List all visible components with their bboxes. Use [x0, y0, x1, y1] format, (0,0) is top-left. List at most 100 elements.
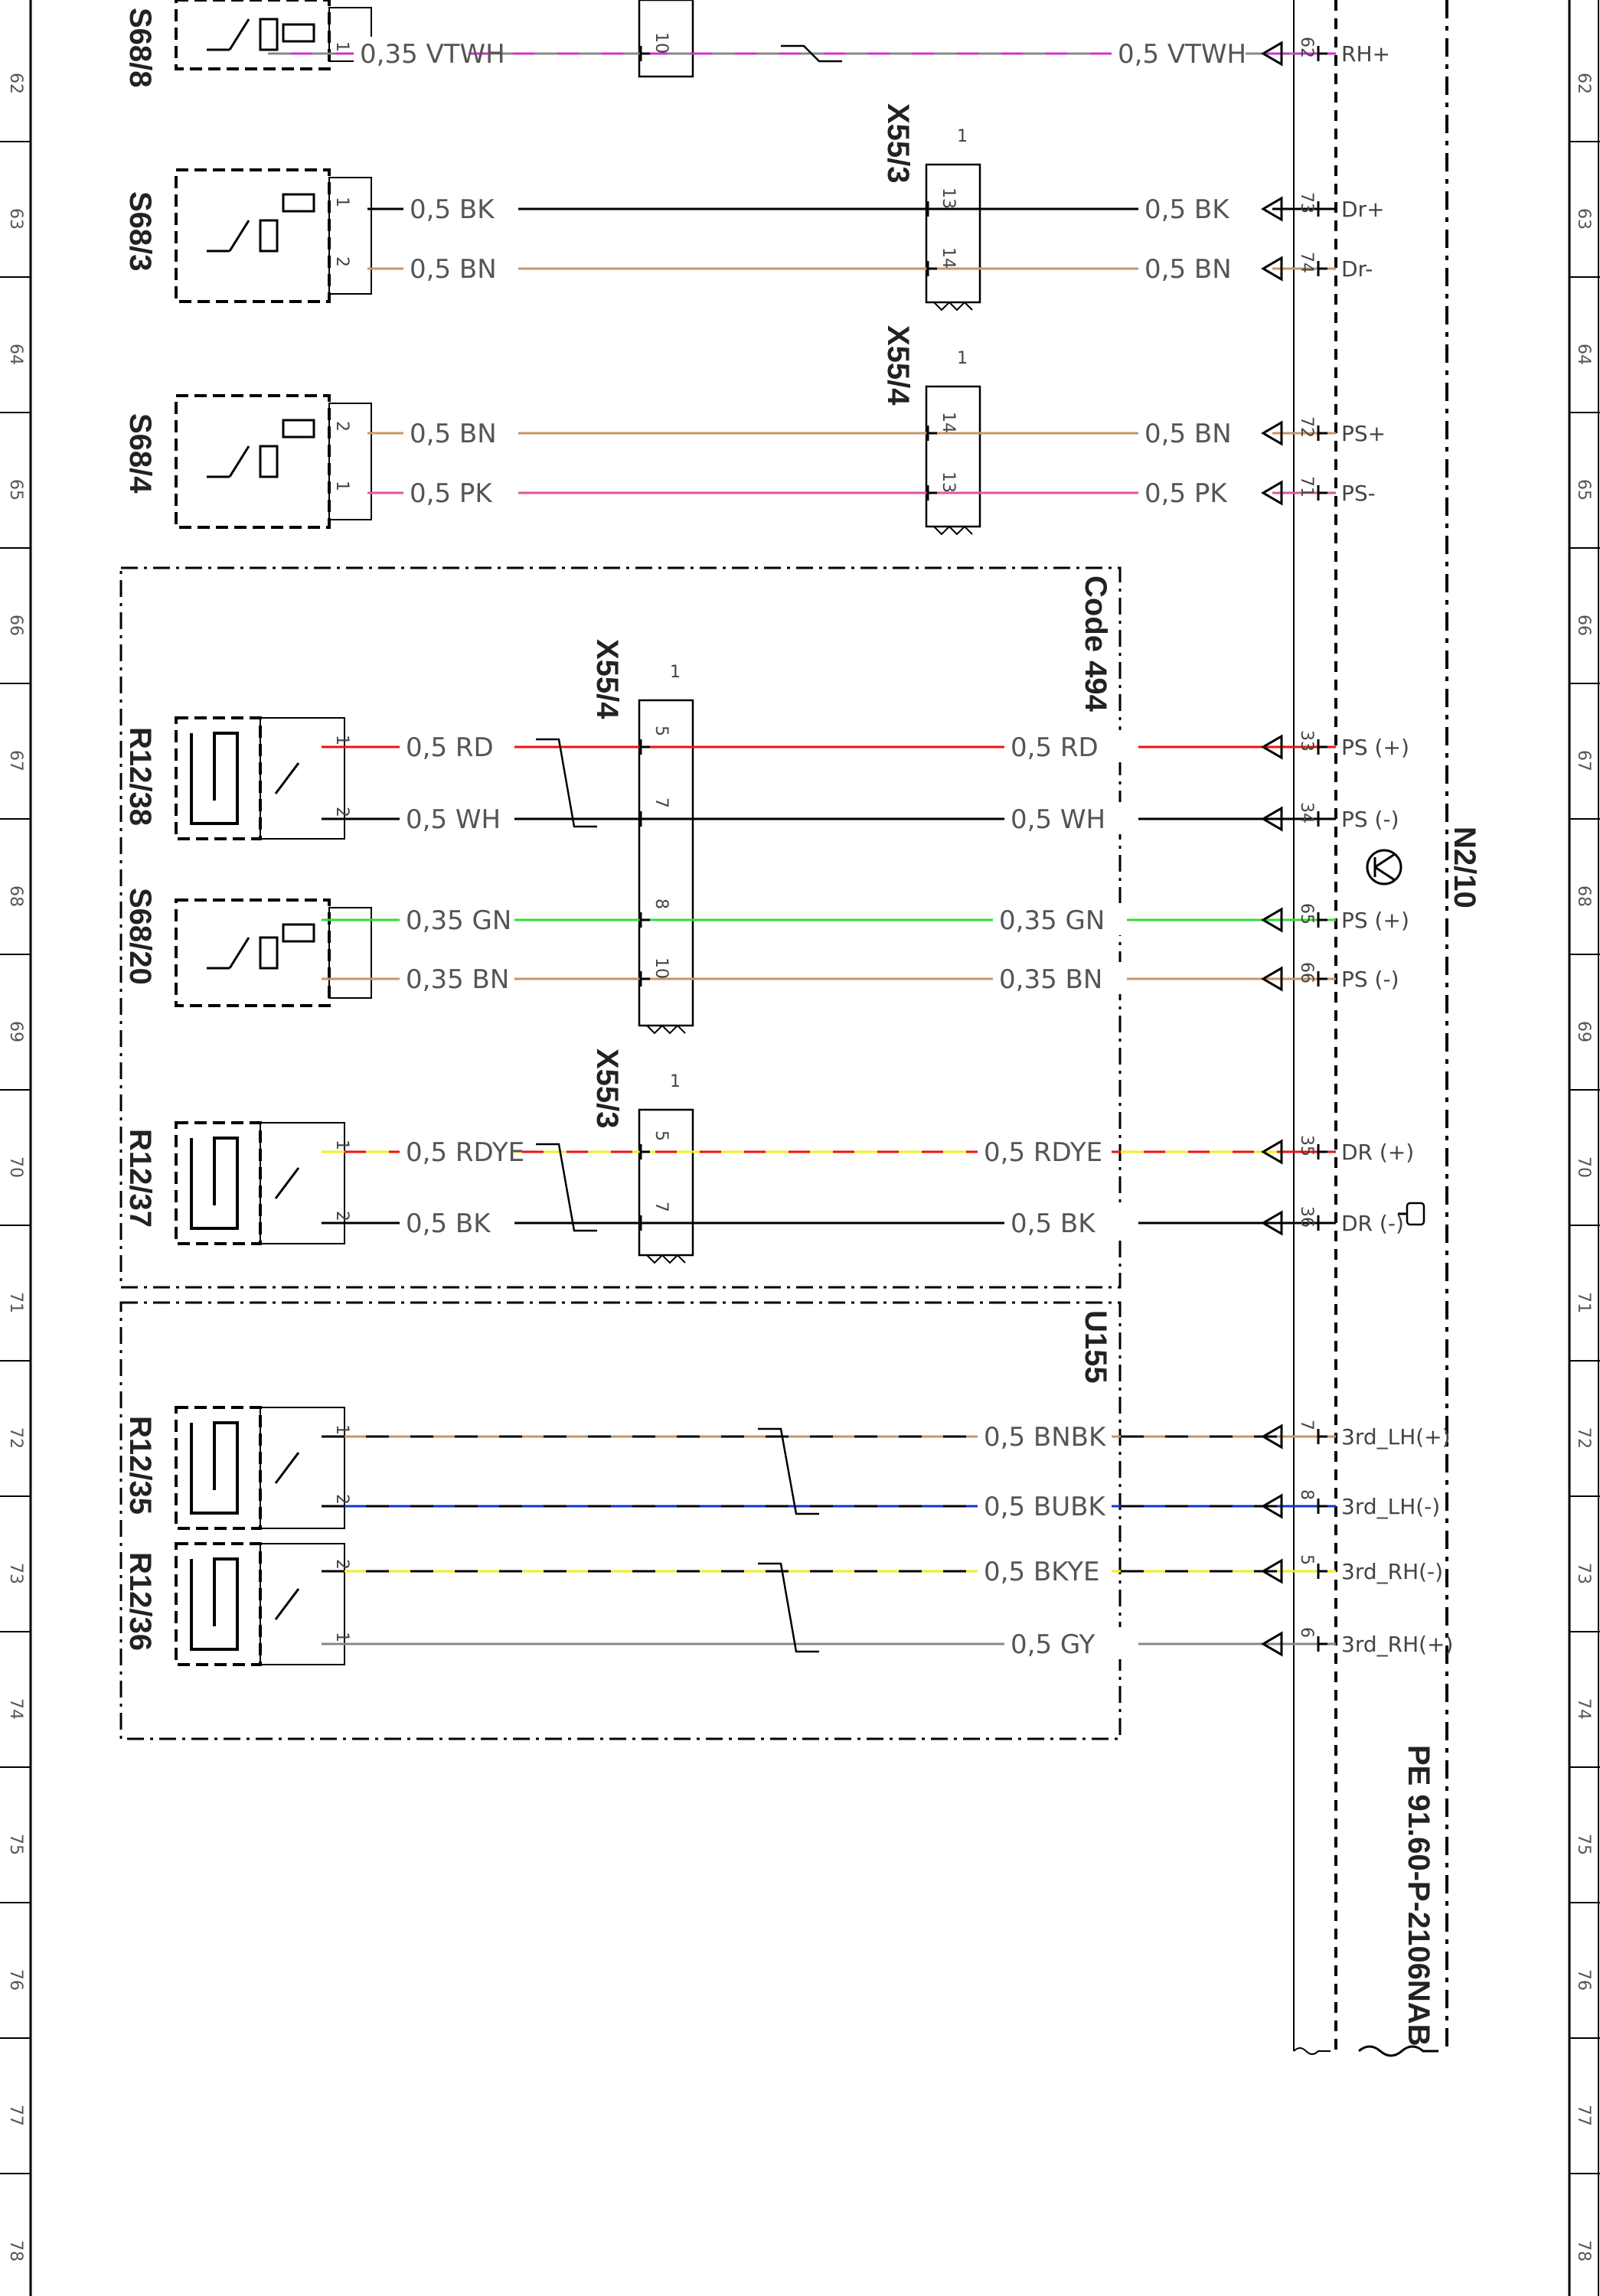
component-pin-number: 1	[332, 481, 351, 491]
wire-label-bg	[354, 37, 469, 69]
wire-label-left: 0,35 GN	[406, 905, 511, 936]
wire-label-bg	[1138, 252, 1272, 284]
component-r12-35: R12/35	[123, 1406, 345, 1530]
row-number-left: 72	[6, 1427, 25, 1449]
pin-terminal-icon	[1317, 912, 1327, 928]
pin-terminal-icon	[1317, 1215, 1327, 1231]
row-number-right: 65	[1574, 479, 1593, 501]
component-label: S68/20	[123, 888, 157, 985]
row-number-right: 63	[1574, 208, 1593, 230]
wire-label-bg	[1004, 730, 1138, 762]
wire-label-right: 0,5 BK	[1144, 194, 1230, 225]
direction-arrow-icon	[1261, 1139, 1283, 1165]
connector-pin-number: 5	[651, 726, 671, 736]
control-unit-frame: N2/10 PE 91.60-P-2106NAB	[1293, 0, 1481, 2057]
connector-terminal-icon	[639, 811, 650, 827]
resistor-icon	[282, 923, 315, 943]
component-pin-number: 1	[332, 735, 351, 745]
cu-pin-number: 65	[1297, 903, 1316, 925]
row-number-right: 68	[1574, 885, 1593, 907]
cu-pin-number: 62	[1297, 37, 1316, 58]
connector-pin-number: 8	[651, 899, 671, 909]
pin-terminal-icon	[1317, 811, 1327, 827]
signal-label: 3rd_RH(+)	[1341, 1632, 1453, 1657]
component-s68-4: S68/4	[123, 394, 372, 529]
component-pin-number: 1	[332, 41, 351, 52]
code494-label: Code 494	[1079, 576, 1112, 713]
connector-pin-number: 5	[651, 1130, 671, 1141]
switch-blade	[274, 1588, 300, 1620]
component-label: R12/37	[123, 1129, 157, 1228]
connector-pin-number: 13	[939, 188, 958, 209]
heater-element-icon	[190, 1137, 239, 1230]
connector-pin-number: 10	[651, 957, 671, 979]
pin-terminal-icon	[1317, 1144, 1327, 1159]
wire-label-right: 0,5 BNBK	[984, 1422, 1107, 1453]
cu-pin-number: 72	[1297, 416, 1316, 438]
twisted-pair-marker	[536, 1143, 597, 1232]
wire-label-bg	[1138, 476, 1272, 508]
twisted-pair-marker	[758, 1427, 819, 1515]
component-pin-number: 2	[332, 1211, 351, 1221]
wire-label-left: 0,5 BK	[406, 1208, 491, 1239]
pin-terminal-icon	[1317, 971, 1327, 987]
connector-pin-number: 14	[939, 247, 958, 269]
cu-pin-number: 6	[1297, 1627, 1316, 1638]
terminal-block	[328, 403, 372, 520]
wire-label-bg	[403, 252, 518, 284]
wire-label-bg	[403, 476, 518, 508]
component-box	[175, 1542, 262, 1666]
wire-label-bg	[403, 192, 518, 224]
connector-break-icon	[933, 301, 973, 311]
row-number-left: 77	[6, 2105, 25, 2126]
pin-terminal-icon	[1317, 261, 1327, 276]
component-label: S68/4	[123, 413, 157, 494]
cu-pin-number: 74	[1297, 252, 1316, 273]
wire-label-bg	[1004, 1206, 1138, 1238]
cu-pin-number: 34	[1297, 802, 1316, 823]
connector-body	[925, 385, 981, 528]
row-number-right: 73	[1574, 1563, 1593, 1584]
row-number-right: 78	[1574, 2240, 1593, 2262]
connector-terminal-icon	[926, 426, 937, 441]
direction-arrow-icon	[1261, 966, 1283, 992]
u155-label: U155	[1079, 1310, 1112, 1384]
connector-pin-number: 13	[939, 471, 958, 493]
component-pin-number: 1	[332, 1424, 351, 1435]
pin-terminal-icon	[1317, 739, 1327, 755]
component-label: R12/35	[123, 1416, 157, 1515]
cu-pin-number: 7	[1297, 1420, 1316, 1430]
signal-label: PS+	[1341, 421, 1386, 446]
connector-pin-number: 7	[651, 797, 671, 808]
pin-terminal-icon	[1317, 1499, 1327, 1514]
signal-label: Dr-	[1341, 256, 1373, 282]
direction-arrow-icon	[1261, 806, 1283, 832]
connector-number: 1	[957, 349, 968, 368]
wire-label-bg	[1138, 192, 1272, 224]
wire-label-right: 0,5 PK	[1144, 478, 1228, 509]
row-number-left: 78	[6, 2240, 25, 2262]
wire-label-left: 0,35 VTWH	[360, 39, 505, 70]
connector-pin-number: 14	[939, 412, 958, 433]
signal-label: PS (-)	[1341, 807, 1399, 832]
signal-label: 3rd_LH(-)	[1341, 1494, 1440, 1519]
connector-number: 1	[957, 127, 968, 146]
component-box	[175, 1406, 262, 1530]
wire-label-left: 0,5 RD	[406, 732, 494, 763]
wire-label-right: 0,5 RDYE	[984, 1137, 1102, 1168]
cu-pin-number: 8	[1297, 1489, 1316, 1500]
signal-label: PS-	[1341, 481, 1376, 506]
component-s68-3: S68/3	[123, 168, 372, 303]
switch-housing	[260, 1407, 345, 1529]
wire-label-bg	[400, 1206, 514, 1238]
connector-terminal-icon	[926, 485, 937, 501]
connector-label: X55/3	[881, 103, 915, 184]
row-number-left: 67	[6, 750, 25, 771]
wire-label-right: 0,5 BN	[1144, 254, 1232, 285]
